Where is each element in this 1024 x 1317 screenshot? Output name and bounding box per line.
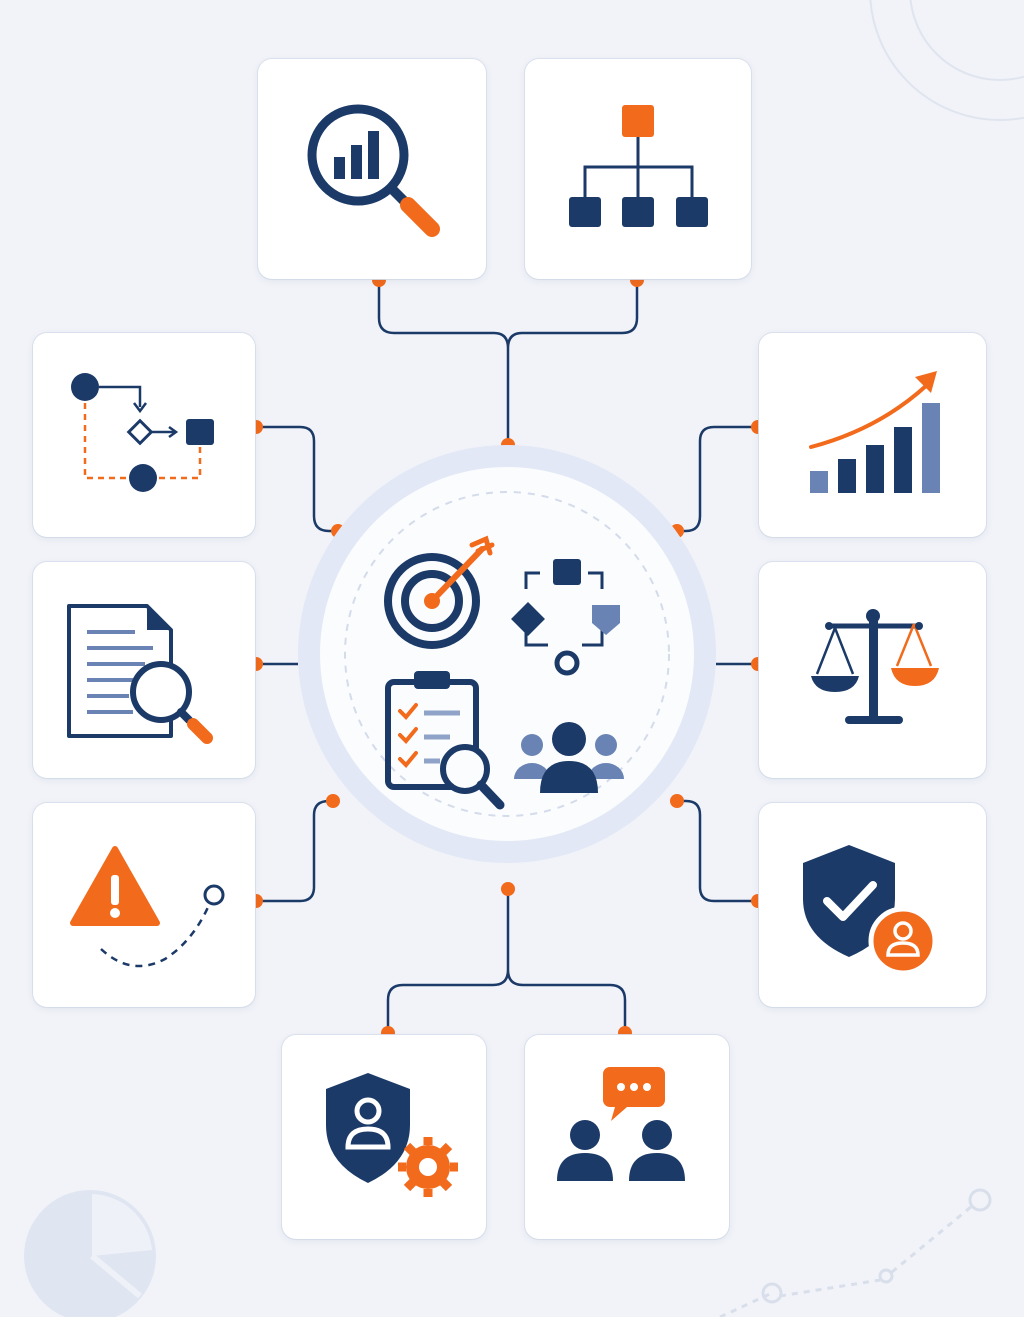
connector-left-lower [257,799,333,903]
checklist-audit-icon [385,671,505,810]
balance-scale-icon [811,609,939,724]
connector-top [377,281,639,445]
team-icon [514,722,624,793]
trend-line-watermark [719,1188,992,1317]
card-analytics-search[interactable] [258,59,486,279]
user-security-settings-icon [326,1073,458,1197]
card-process-flow[interactable] [33,333,255,537]
org-chart-icon [569,105,708,227]
center-hub [320,467,694,841]
card-growth-chart[interactable] [759,333,986,537]
communication-icon [557,1067,685,1181]
card-risk-warning[interactable] [33,803,255,1007]
pie-chart-watermark-icon [24,1190,156,1317]
card-document-review[interactable] [33,562,255,778]
risk-warning-icon [70,846,225,968]
card-communication[interactable] [525,1035,729,1239]
card-balance-scale[interactable] [759,562,986,778]
process-flow-icon [71,373,214,492]
card-org-chart[interactable] [525,59,751,279]
connector-right-upper [677,425,757,533]
connector-bottom [386,889,627,1033]
connector-right-lower [677,799,757,903]
target-arrow-icon [384,535,495,649]
connector-left-upper [257,425,338,533]
card-user-security-settings[interactable] [282,1035,486,1239]
shield-approval-icon [803,845,938,976]
process-cycle-icon [511,559,620,676]
analytics-search-icon [307,104,440,237]
document-review-icon [67,604,213,744]
card-shield-approval[interactable] [759,803,986,1007]
growth-chart-icon [809,371,940,493]
